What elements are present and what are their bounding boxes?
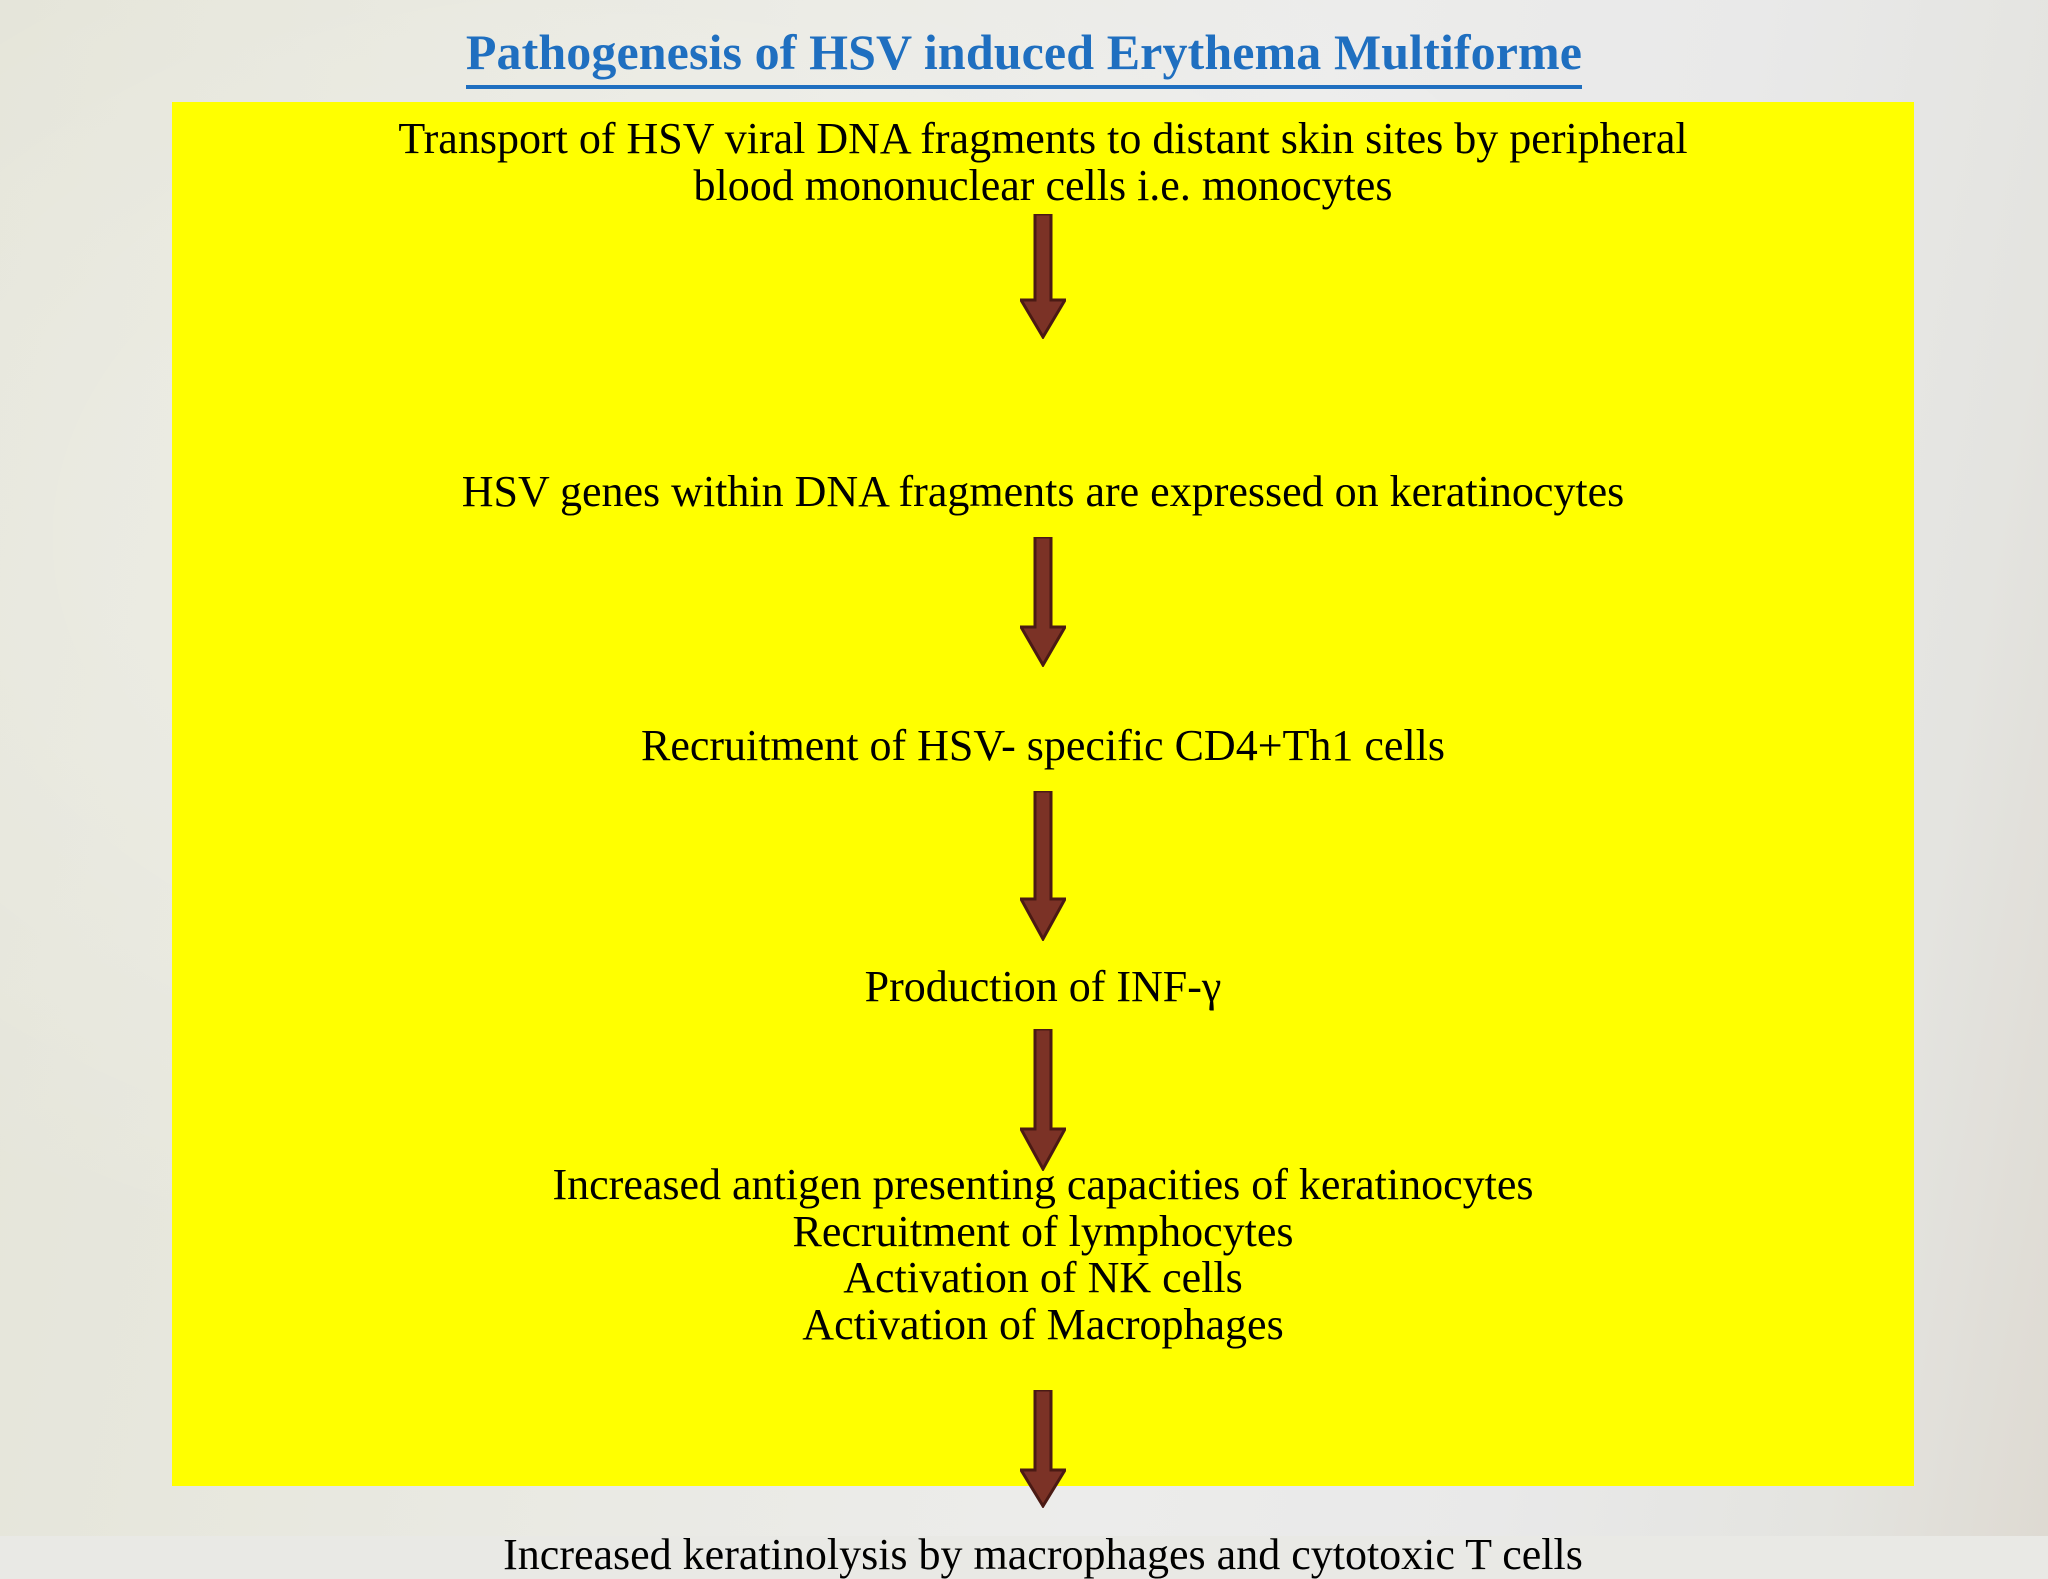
flow-step-line: Activation of NK cells — [843, 1253, 1243, 1303]
flow-step-line: HSV genes within DNA fragments are expre… — [461, 467, 1625, 516]
arrow-down-icon-4 — [1020, 1029, 1066, 1171]
flow-step-line: Activation of Macrophages — [802, 1299, 1284, 1349]
flow-step-increased-antigen: Increased antigen presenting capacities … — [172, 1160, 1914, 1349]
page-title: Pathogenesis of HSV induced Erythema Mul… — [465, 26, 1583, 89]
flow-step-line: Recruitment of HSV- specific CD4+Th1 cel… — [640, 721, 1446, 770]
flow-step-line: Increased antigen presenting capacities … — [552, 1160, 1534, 1209]
flow-step-increased-keratinolysis: Increased keratinolysis by macrophages a… — [172, 1530, 1914, 1579]
flow-step-line: Increased keratinolysis by macrophages a… — [503, 1530, 1583, 1579]
arrow-down-icon-5 — [1020, 1390, 1066, 1508]
arrow-down-icon-1 — [1020, 214, 1066, 339]
flow-step-hsv-genes: HSV genes within DNA fragments are expre… — [172, 467, 1914, 516]
page-title-container: Pathogenesis of HSV induced Erythema Mul… — [0, 26, 2048, 89]
flowchart: Transport of HSV viral DNA fragments to … — [172, 102, 1914, 1577]
flow-step-line: blood mononuclear cells i.e. monocytes — [693, 160, 1393, 210]
flow-step-line: Production of INF-γ — [864, 962, 1222, 1011]
arrow-down-icon-3 — [1020, 791, 1066, 941]
flow-step-line: Transport of HSV viral DNA fragments to … — [398, 114, 1688, 163]
arrow-down-icon-2 — [1020, 537, 1066, 667]
flow-step-transport: Transport of HSV viral DNA fragments to … — [172, 114, 1914, 210]
flow-step-line: Recruitment of lymphocytes — [792, 1206, 1294, 1256]
flow-step-production-inf: Production of INF-γ — [172, 962, 1914, 1011]
flow-step-recruitment-cd4: Recruitment of HSV- specific CD4+Th1 cel… — [172, 721, 1914, 770]
content-panel: Transport of HSV viral DNA fragments to … — [172, 102, 1914, 1578]
